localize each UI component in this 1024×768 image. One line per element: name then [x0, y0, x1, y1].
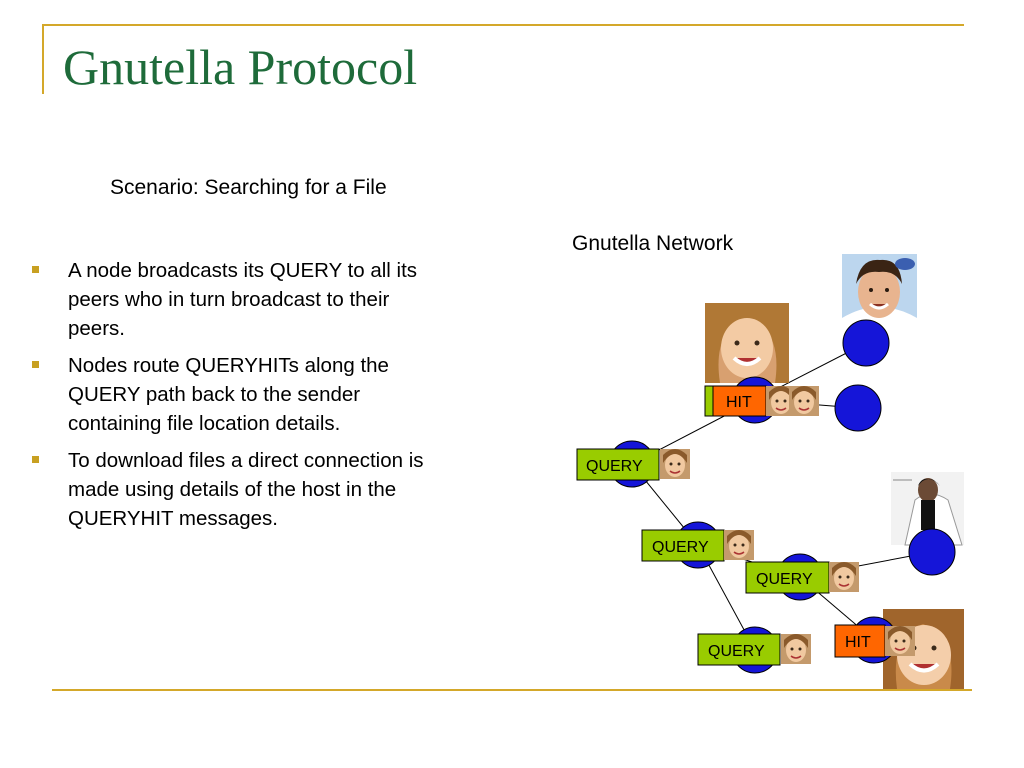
query-label: QUERY: [652, 539, 709, 556]
network-label: Gnutella Network: [572, 232, 734, 255]
bullet-square-icon: [32, 456, 39, 463]
hit-message: HIT: [704, 385, 820, 417]
top-rule: [42, 24, 964, 26]
bullet-square-icon: [32, 266, 39, 273]
network-node: [834, 384, 882, 432]
bullet-list: A node broadcasts its QUERY to all its p…: [30, 256, 440, 541]
user-photo: [705, 303, 789, 383]
hit-label: HIT: [726, 394, 752, 411]
query-message: QUERY: [697, 633, 812, 666]
hit-label: HIT: [845, 634, 871, 651]
query-label: QUERY: [756, 571, 813, 588]
query-message: QUERY: [745, 561, 860, 594]
file-thumbnail-icon: [659, 448, 691, 480]
file-thumbnail-icon: [780, 633, 812, 665]
bullet-item: Nodes route QUERYHITs along the QUERY pa…: [30, 351, 440, 438]
network-node: [908, 528, 956, 576]
query-label: QUERY: [708, 643, 765, 660]
file-thumbnail-icon: [723, 529, 755, 561]
bullet-item: To download files a direct connection is…: [30, 446, 440, 533]
left-rule: [42, 24, 44, 94]
bullet-text: Nodes route QUERYHITs along the QUERY pa…: [68, 354, 389, 435]
file-thumbnail-icon: [884, 625, 916, 657]
bottom-rule: [52, 689, 972, 691]
bullet-text: To download files a direct connection is…: [68, 449, 424, 530]
query-label: QUERY: [586, 458, 643, 475]
file-thumbnail-icon: [828, 561, 860, 593]
scenario-subtitle: Scenario: Searching for a File: [110, 176, 387, 199]
query-message: QUERY: [641, 529, 755, 562]
file-thumbnail-icon: [788, 385, 820, 417]
hit-message: HIT: [834, 624, 916, 658]
bullet-text: A node broadcasts its QUERY to all its p…: [68, 259, 418, 340]
query-message: QUERY: [576, 448, 691, 481]
slide-title: Gnutella Protocol: [63, 39, 418, 95]
bullet-item: A node broadcasts its QUERY to all its p…: [30, 256, 440, 343]
bullet-square-icon: [32, 361, 39, 368]
network-node: [842, 319, 890, 367]
